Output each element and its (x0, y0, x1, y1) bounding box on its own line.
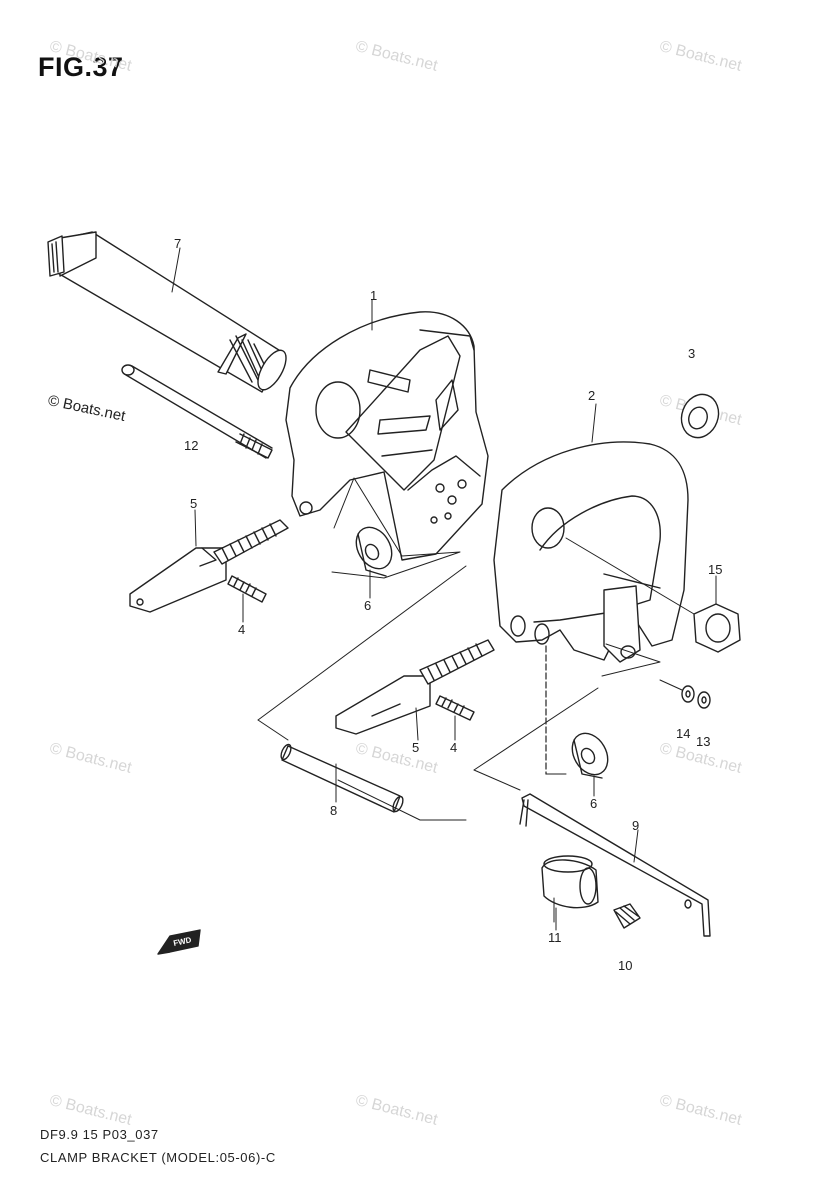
part-1-parallelogram-guide (331, 477, 461, 579)
part-3-washer (680, 393, 720, 439)
part-6-bushing (355, 526, 393, 577)
callout-8: 8 (330, 803, 337, 818)
callout-6-second: 6 (590, 796, 597, 811)
part-1-clamp-bracket (285, 311, 489, 561)
callout-4: 4 (238, 622, 245, 637)
part-2-clamp-bracket (493, 441, 689, 663)
callout-7: 7 (174, 236, 181, 251)
leader-lines (171, 247, 717, 931)
callout-5: 5 (190, 496, 197, 511)
part-5-reverse-lock-arm (129, 519, 289, 613)
part-4-bolt-2 (435, 695, 475, 721)
part-4-bolt (227, 575, 267, 603)
callout-5-second: 5 (412, 740, 419, 755)
fwd-arrow-icon: FWD (157, 929, 201, 955)
callout-15: 15 (708, 562, 722, 577)
part-7-shaft (47, 231, 287, 393)
diagram-code: DF9.9 15 P03_037 (40, 1127, 159, 1142)
diagram-name: CLAMP BRACKET (MODEL:05-06)-C (40, 1150, 276, 1165)
callout-14: 14 (676, 726, 690, 741)
part-13-nut (697, 691, 711, 709)
part-11-collar (541, 855, 599, 923)
fwd-label: FWD (173, 935, 193, 948)
callout-1: 1 (370, 288, 377, 303)
callout-2: 2 (588, 388, 595, 403)
callout-10: 10 (618, 958, 632, 973)
part-8-pin (280, 743, 404, 813)
assembly-guide-line (257, 565, 467, 721)
callout-9: 9 (632, 818, 639, 833)
part-6-bushing-2 (571, 732, 609, 779)
callout-6: 6 (364, 598, 371, 613)
callout-3: 3 (688, 346, 695, 361)
part-12-bolt (121, 364, 273, 459)
callout-11: 11 (548, 930, 562, 945)
part-14-washer (681, 685, 695, 703)
callout-4-second: 4 (450, 740, 457, 755)
figure-title: FIG.37 (38, 52, 124, 82)
part-2-guide-line (601, 643, 661, 677)
callout-12: 12 (184, 438, 198, 453)
callout-13: 13 (696, 734, 710, 749)
part-9-rod (519, 793, 711, 937)
part-5-reverse-lock-arm-2 (335, 639, 495, 735)
part-10-spring (613, 903, 641, 929)
